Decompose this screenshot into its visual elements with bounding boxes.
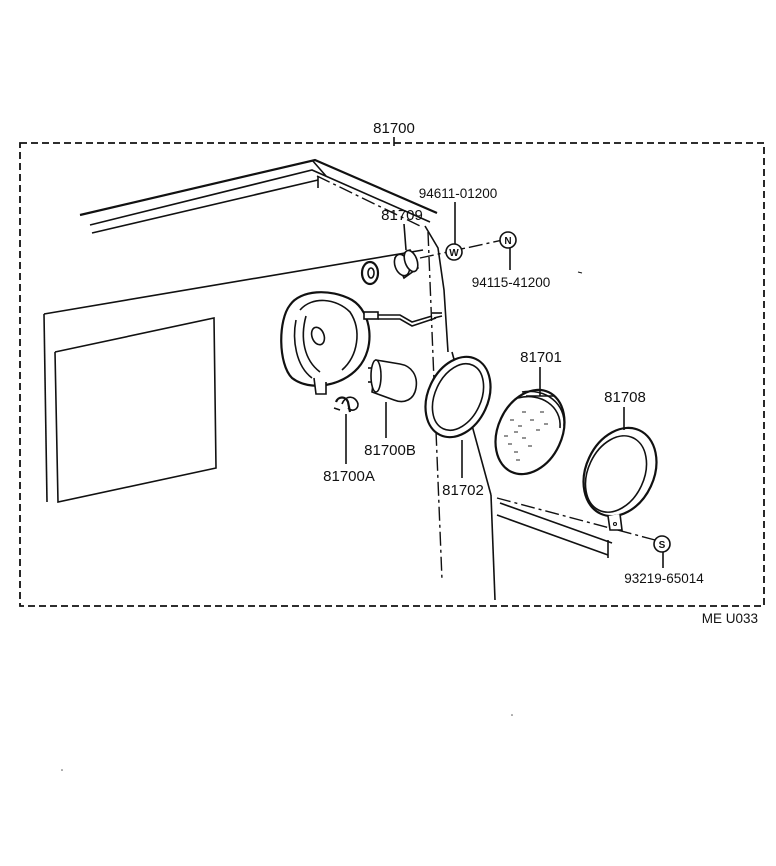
label-94115-41200: 94115-41200 bbox=[472, 275, 551, 290]
lens-81701 bbox=[494, 388, 566, 476]
nut-symbol-n: N bbox=[499, 231, 517, 249]
rim-81708 bbox=[582, 426, 658, 531]
assembly-label: 81700 bbox=[373, 120, 415, 137]
label-81709: 81709 bbox=[381, 207, 423, 224]
screw-symbol-s: S bbox=[653, 535, 671, 553]
svg-text:N: N bbox=[504, 236, 511, 247]
clip-81700a bbox=[333, 396, 359, 413]
scan-specks bbox=[61, 714, 513, 771]
part-81709-cylinder bbox=[393, 248, 419, 280]
speck bbox=[577, 271, 583, 274]
assembly-boundary bbox=[19, 142, 765, 607]
grommet-washer bbox=[360, 260, 380, 286]
label-81701: 81701 bbox=[520, 349, 562, 366]
assembly-center-lines bbox=[316, 175, 656, 581]
washer-symbol-w: W bbox=[445, 243, 463, 261]
gasket-81702 bbox=[424, 355, 492, 439]
label-81700A: 81700A bbox=[323, 468, 375, 485]
svg-text:W: W bbox=[449, 248, 459, 259]
label-93219-65014: 93219-65014 bbox=[624, 571, 704, 586]
label-81702: 81702 bbox=[442, 482, 484, 499]
label-94611-01200: 94611-01200 bbox=[419, 186, 498, 201]
bulb-81700b bbox=[368, 359, 418, 403]
leader-81709 bbox=[403, 223, 407, 251]
lamp-housing bbox=[280, 291, 443, 395]
svg-text:S: S bbox=[659, 540, 666, 551]
label-81700B: 81700B bbox=[364, 442, 416, 459]
label-81708: 81708 bbox=[604, 389, 646, 406]
diagram-code: ME U033 bbox=[702, 611, 758, 626]
